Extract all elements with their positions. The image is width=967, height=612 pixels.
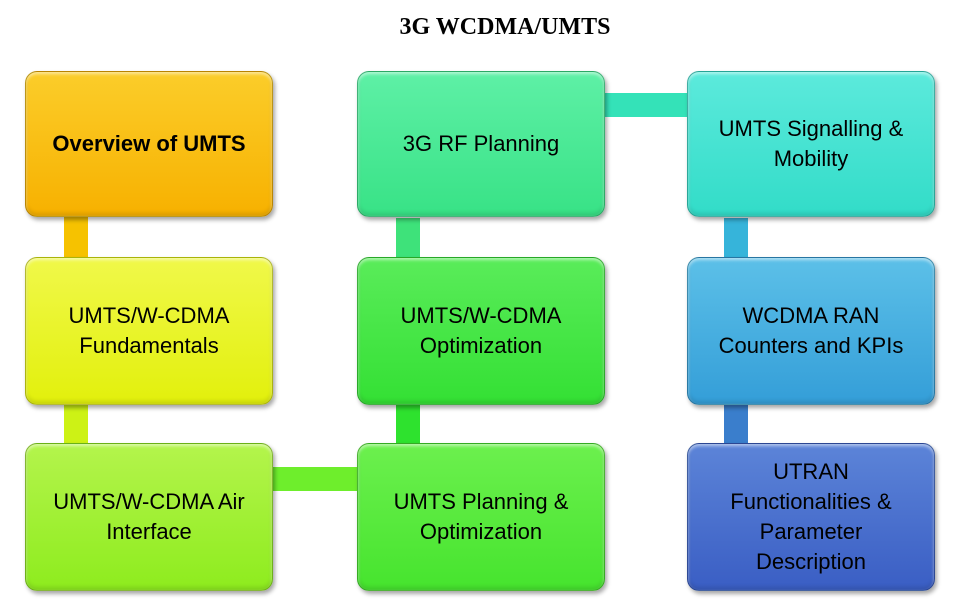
box-umts-wcdma-optimization[interactable]: UMTS/W-CDMA Optimization	[357, 257, 605, 405]
box-overview-of-umts[interactable]: Overview of UMTS	[25, 71, 273, 217]
box-label: UTRAN Functionalities & Parameter Descri…	[730, 459, 892, 574]
box-wcdma-ran-counters-kpis[interactable]: WCDMA RAN Counters and KPIs	[687, 257, 935, 405]
box-umts-wcdma-fundamentals[interactable]: UMTS/W-CDMA Fundamentals	[25, 257, 273, 405]
connector-optimization-rf-planning	[396, 218, 420, 260]
connector-signalling-ran	[724, 218, 748, 260]
box-umts-wcdma-air-interface[interactable]: UMTS/W-CDMA Air Interface	[25, 443, 273, 591]
box-label: 3G RF Planning	[402, 131, 560, 156]
page-title: 3G WCDMA/UMTS	[399, 14, 611, 40]
box-label: UMTS/W-CDMA Fundamentals	[68, 303, 230, 358]
box-label: UMTS Planning & Optimization	[393, 489, 569, 544]
connector-rf-planning-signalling	[604, 93, 688, 117]
box-utran-functionalities[interactable]: UTRAN Functionalities & Parameter Descri…	[687, 443, 935, 591]
box-umts-signalling-mobility[interactable]: UMTS Signalling & Mobility	[687, 71, 935, 217]
box-label: UMTS/W-CDMA Optimization	[400, 303, 562, 358]
box-label: WCDMA RAN Counters and KPIs	[718, 303, 904, 358]
connector-planning-optimization	[396, 405, 420, 447]
connector-fundamentals-air-interface	[64, 405, 88, 447]
connector-overview-fundamentals	[64, 215, 88, 261]
box-label: UMTS Signalling & Mobility	[718, 116, 904, 171]
connector-ran-utran	[724, 405, 748, 447]
box-umts-planning-optimization[interactable]: UMTS Planning & Optimization	[357, 443, 605, 591]
box-3g-rf-planning[interactable]: 3G RF Planning	[357, 71, 605, 217]
connector-air-interface-planning	[273, 467, 359, 491]
box-label: Overview of UMTS	[52, 131, 246, 156]
box-label: UMTS/W-CDMA Air Interface	[53, 489, 245, 544]
